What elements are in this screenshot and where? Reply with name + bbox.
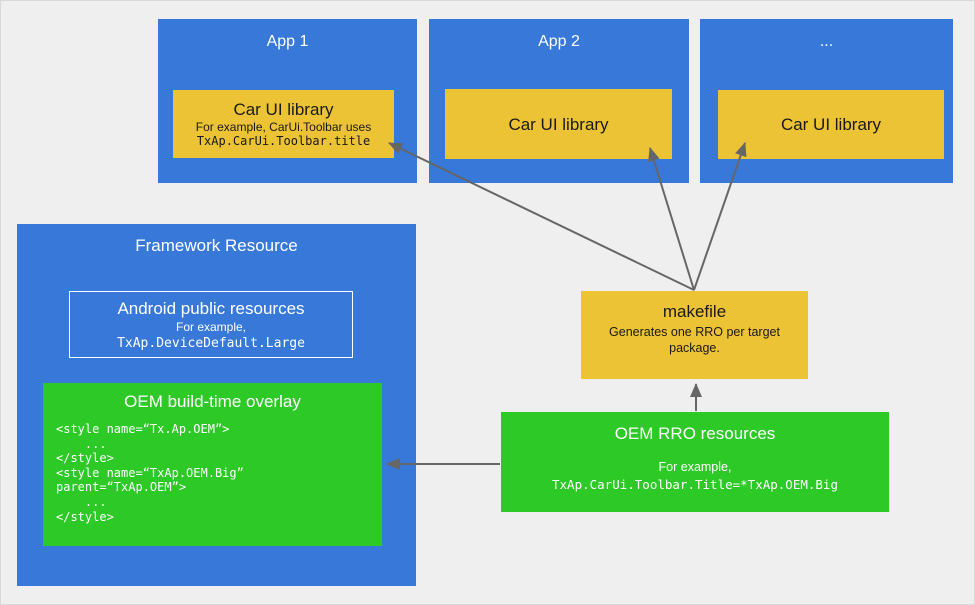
framework-resource-box: Framework Resource Android public resour… <box>17 224 416 586</box>
android-public-resources-box: Android public resources For example, Tx… <box>69 291 353 358</box>
oem-rro-example-label: For example, <box>658 460 732 474</box>
car-ui-library-title: Car UI library <box>508 114 609 134</box>
app2-car-ui-library-box: Car UI library <box>445 89 672 159</box>
car-ui-library-title: Car UI library <box>233 100 334 119</box>
car-ui-library-title: Car UI library <box>780 115 882 134</box>
makefile-description: Generates one RRO per target package. <box>609 325 780 355</box>
app-more-title: ... <box>819 33 834 50</box>
app1-box: App 1 Car UI library For example, CarUi.… <box>158 19 417 183</box>
android-public-resources-title: Android public resources <box>117 298 305 318</box>
oem-build-time-overlay-box: OEM build-time overlay <style name=“Tx.A… <box>43 383 382 546</box>
car-ui-library-example-line: For example, CarUi.Toolbar uses <box>195 120 372 134</box>
framework-resource-title: Framework Resource <box>135 236 298 255</box>
app-more-car-ui-library-box: Car UI library <box>718 90 944 159</box>
app1-car-ui-library-box: Car UI library For example, CarUi.Toolba… <box>173 90 394 158</box>
oem-build-time-overlay-code: <style name=“Tx.Ap.OEM”> ... </style> <s… <box>56 422 244 524</box>
app2-title: App 2 <box>538 33 580 50</box>
android-public-resources-example-label: For example, <box>175 319 247 334</box>
app-more-box: ... Car UI library <box>700 19 953 183</box>
oem-rro-resources-box: OEM RRO resources For example, TxAp.CarU… <box>501 412 889 512</box>
oem-rro-resources-title: OEM RRO resources <box>614 424 776 443</box>
makefile-title: makefile <box>662 302 727 321</box>
oem-rro-example-code: TxAp.CarUi.Toolbar.Title=*TxAp.OEM.Big <box>552 477 838 492</box>
makefile-box: makefile Generates one RRO per target pa… <box>581 291 808 379</box>
app1-title: App 1 <box>266 33 309 50</box>
car-ui-library-example-code: TxAp.CarUi.Toolbar.title <box>196 134 371 148</box>
app2-box: App 2 Car UI library <box>429 19 689 183</box>
oem-build-time-overlay-title: OEM build-time overlay <box>124 392 301 411</box>
android-public-resources-example-code: TxAp.DeviceDefault.Large <box>117 335 305 351</box>
